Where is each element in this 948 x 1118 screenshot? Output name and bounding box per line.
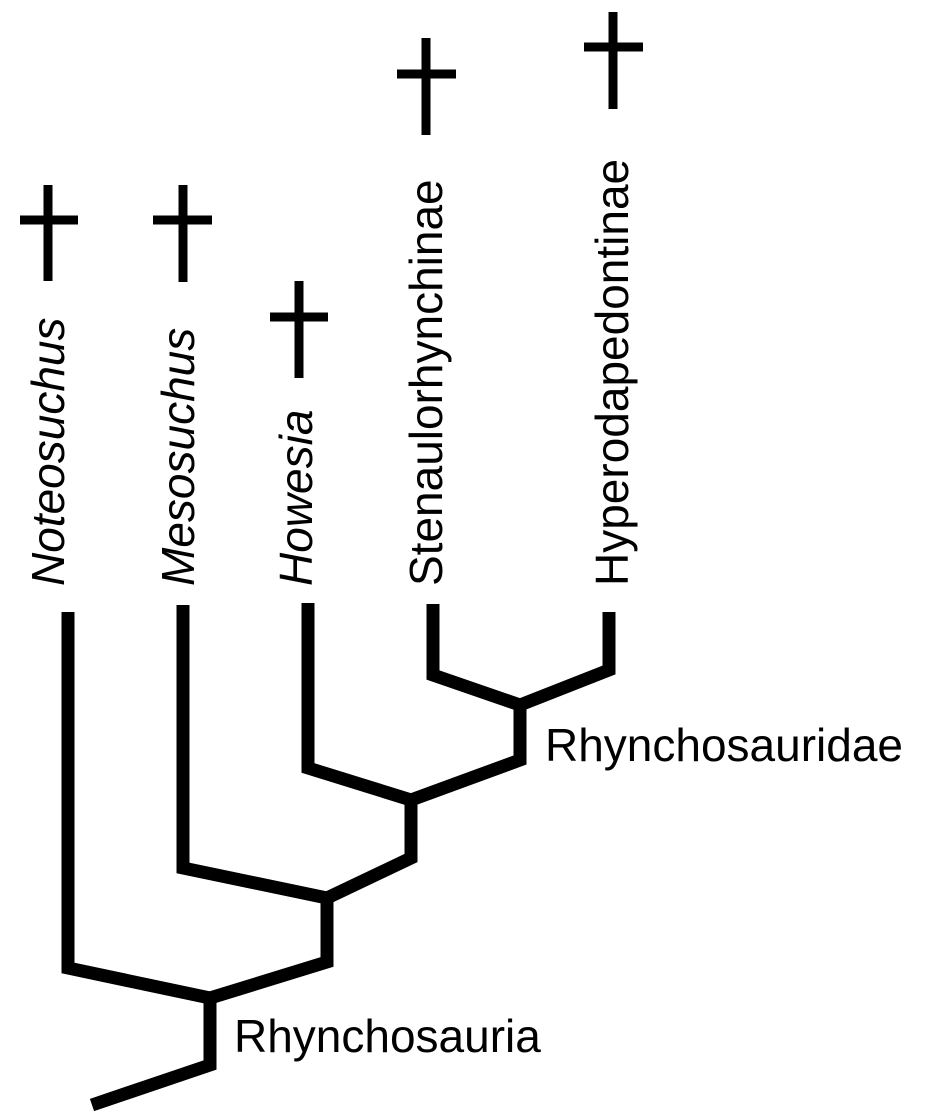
branch-stenaulorhynchinae (426, 604, 523, 712)
taxon-label-noteosuchus: Noteosuchus (22, 318, 74, 587)
taxon-label-hyperodapedontinae: Hyperodapedontinae (586, 159, 638, 586)
branch-node-b (324, 800, 418, 904)
branch-hyperodapedontinae (517, 612, 616, 712)
dagger-icon (270, 281, 328, 378)
branch-mesosuchus (176, 605, 329, 905)
branch-node-c (408, 705, 527, 807)
taxon-label-mesosuchus: Mesosuchus (152, 328, 204, 586)
taxon-label-howesia: Howesia (270, 410, 322, 586)
dagger-icon (20, 185, 78, 281)
root-branch (89, 998, 217, 1112)
branch-noteosuchus (61, 612, 212, 1005)
dagger-icon (153, 185, 212, 282)
branch-howesia (301, 603, 413, 807)
branch-node-a (208, 898, 334, 1005)
clade-label-rhynchosauria: Rhynchosauria (234, 1010, 541, 1062)
taxon-label-stenaulorhynchinae: Stenaulorhynchinae (400, 179, 452, 586)
dagger-icon (397, 38, 456, 135)
dagger-icon (584, 12, 643, 109)
clade-label-rhynchosauridae: Rhynchosauridae (545, 719, 903, 771)
